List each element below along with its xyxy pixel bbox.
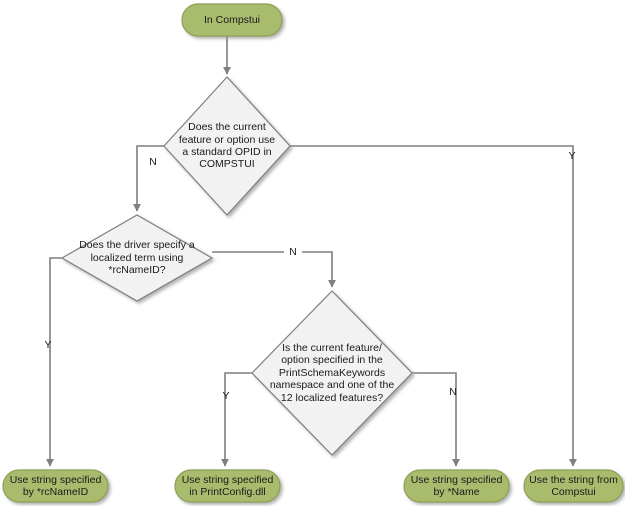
edge-label-decision2-yes: Y bbox=[44, 339, 52, 351]
edge-label-decision3-yes: Y bbox=[222, 390, 230, 402]
node-output-compstui[interactable] bbox=[523, 469, 624, 503]
edge-label-decision2-no: N bbox=[284, 246, 302, 258]
node-decision-rcnameid[interactable] bbox=[60, 214, 214, 302]
edge-decision3-no-to-output3 bbox=[412, 372, 460, 467]
node-start[interactable] bbox=[181, 3, 283, 37]
edge-label-decision3-no: N bbox=[449, 386, 457, 398]
node-output-printconfig[interactable] bbox=[174, 469, 281, 503]
edge-decision3-yes-to-output2 bbox=[221, 372, 252, 467]
edge-label-decision1-yes: Y bbox=[568, 150, 576, 162]
edge-decision1-no-to-decision2 bbox=[133, 145, 164, 212]
node-output-name[interactable] bbox=[403, 469, 510, 503]
edge-decision2-no-to-decision3 bbox=[212, 251, 336, 288]
node-output-rcnameid[interactable] bbox=[2, 469, 109, 503]
node-decision-printschemakeywords[interactable] bbox=[251, 290, 413, 456]
edge-decision1-yes-to-output4 bbox=[290, 145, 577, 467]
edge-label-decision1-no: N bbox=[149, 156, 157, 168]
node-decision-standard-opid[interactable] bbox=[163, 76, 291, 216]
edge-decision2-yes-to-output1 bbox=[46, 257, 62, 467]
